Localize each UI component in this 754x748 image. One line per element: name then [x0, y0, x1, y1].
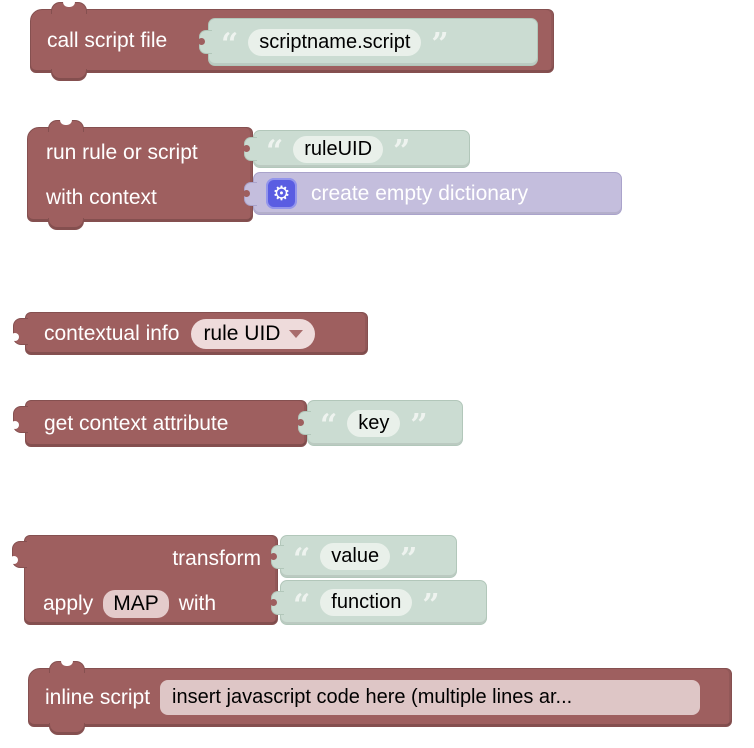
- next-connector: [48, 218, 84, 230]
- block-label: create empty dictionary: [311, 181, 529, 205]
- block-create-empty-dictionary[interactable]: ⚙ create empty dictionary: [243, 172, 622, 215]
- previous-connector: [49, 661, 85, 673]
- rule-uid-input[interactable]: ruleUID: [293, 135, 384, 163]
- block-label: call script file: [47, 29, 168, 52]
- close-quote-icon: ”: [422, 587, 440, 623]
- value-connector: [198, 30, 212, 54]
- value-connector: [243, 137, 257, 161]
- block-label: transform: [172, 546, 261, 570]
- chevron-down-icon: [289, 329, 304, 338]
- string-block[interactable]: “ value ”: [270, 535, 457, 578]
- string-block[interactable]: “ ruleUID ”: [243, 130, 470, 169]
- next-connector: [49, 723, 85, 735]
- block-row: run rule or script: [28, 130, 252, 175]
- block-inline-script[interactable]: inline script insert javascript code her…: [28, 661, 732, 735]
- string-block[interactable]: “ function ”: [270, 580, 487, 625]
- value-connector: [243, 182, 257, 206]
- block-row: apply MAP with: [25, 581, 277, 626]
- close-quote-icon: ”: [410, 408, 428, 443]
- block-row: transform: [25, 536, 277, 581]
- value-input[interactable]: value: [320, 543, 391, 570]
- block-label: with context: [46, 185, 157, 209]
- block-row: inline script insert javascript code her…: [29, 669, 731, 726]
- output-connector: [10, 541, 27, 568]
- next-connector: [51, 69, 87, 81]
- close-quote-icon: ”: [393, 134, 411, 169]
- string-block[interactable]: “ key ”: [297, 400, 463, 446]
- block-label: contextual info: [44, 321, 180, 345]
- block-label: apply: [43, 591, 94, 615]
- block-row: with context: [28, 175, 252, 220]
- string-block[interactable]: “ scriptname.script ”: [198, 18, 538, 66]
- block-label: with: [178, 591, 217, 615]
- block-row: contextual info rule UID: [26, 313, 367, 354]
- output-connector: [11, 406, 28, 433]
- open-quote-icon: “: [293, 541, 311, 577]
- block-row: call script file: [31, 10, 553, 72]
- script-name-input[interactable]: scriptname.script: [248, 28, 422, 56]
- block-run-rule-or-script[interactable]: run rule or script with context: [27, 120, 253, 230]
- inline-code-input[interactable]: insert javascript code here (multiple li…: [160, 680, 701, 715]
- block-get-context-attribute[interactable]: get context attribute: [11, 400, 307, 447]
- block-label: run rule or script: [46, 140, 198, 164]
- close-quote-icon: ”: [400, 541, 418, 577]
- block-row: get context attribute: [26, 401, 306, 446]
- key-input[interactable]: key: [347, 409, 401, 437]
- function-input[interactable]: function: [320, 589, 413, 616]
- output-connector: [11, 318, 28, 345]
- previous-connector: [48, 120, 84, 132]
- block-label: inline script: [45, 685, 151, 709]
- open-quote-icon: “: [266, 134, 284, 169]
- close-quote-icon: ”: [431, 27, 449, 62]
- open-quote-icon: “: [320, 408, 338, 443]
- contextual-info-dropdown[interactable]: rule UID: [191, 318, 316, 349]
- open-quote-icon: “: [221, 27, 239, 62]
- open-quote-icon: “: [293, 587, 311, 623]
- previous-connector: [51, 2, 87, 14]
- block-contextual-info[interactable]: contextual info rule UID: [11, 312, 368, 355]
- value-connector: [297, 411, 311, 435]
- block-transform-apply[interactable]: transform apply MAP with: [10, 535, 278, 626]
- block-call-script-file[interactable]: call script file “ scriptname.script ”: [30, 2, 554, 81]
- dropdown-value: rule UID: [203, 321, 281, 345]
- transformation-service-input[interactable]: MAP: [103, 589, 169, 618]
- gear-icon[interactable]: ⚙: [266, 178, 297, 209]
- value-connector: [270, 545, 284, 569]
- value-connector: [270, 591, 284, 615]
- block-label: get context attribute: [44, 411, 229, 435]
